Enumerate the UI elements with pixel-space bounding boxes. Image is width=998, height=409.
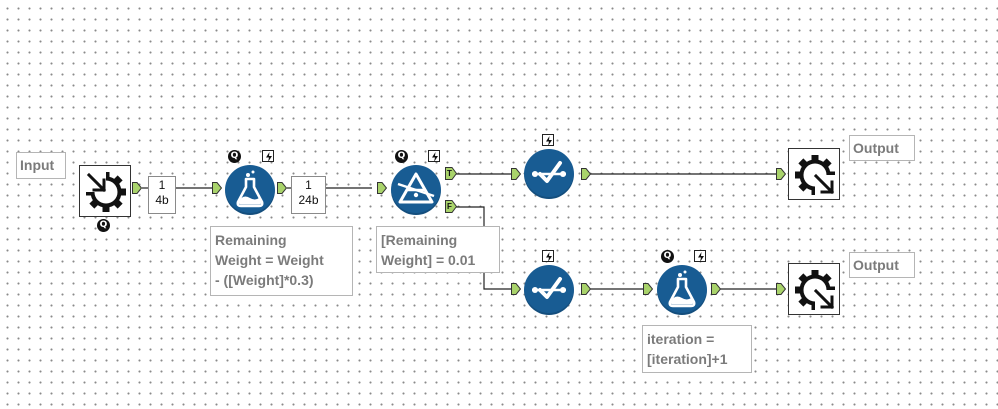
macro-output-tool-2[interactable]: [788, 263, 840, 315]
formula2-annotation: iteration = [iteration]+1: [642, 325, 752, 373]
select-tool-2[interactable]: [524, 265, 574, 315]
select-check-icon: [532, 277, 566, 299]
formula2-quality-badge: Q: [661, 250, 674, 263]
filter-tool[interactable]: [391, 165, 441, 215]
select2-input-anchor[interactable]: [511, 283, 521, 295]
lightning-bolt-icon: [432, 152, 438, 162]
filter-true-anchor[interactable]: [445, 167, 457, 180]
macro-output-gear-icon: [795, 270, 837, 312]
select-check-icon: [532, 161, 566, 183]
input-quality-badge: Q: [97, 219, 110, 232]
formula1-quality-badge: Q: [228, 150, 241, 163]
filter-input-anchor[interactable]: [377, 182, 387, 194]
formula-flask-icon: [668, 270, 696, 308]
record-count-box-2: 1 24b: [291, 176, 326, 214]
record-count-box-1: 1 4b: [148, 176, 176, 214]
record-count-2: 1: [305, 178, 312, 192]
select2-bolt-badge: [542, 250, 554, 262]
output2-input-anchor[interactable]: [776, 283, 786, 295]
filter-bolt-badge: [428, 150, 440, 162]
record-size-2: 24b: [298, 193, 319, 207]
input-label: Input: [16, 152, 66, 179]
output-label-bottom: Output: [849, 252, 915, 278]
formula2-output-anchor[interactable]: [711, 283, 721, 295]
output1-input-anchor[interactable]: [776, 168, 786, 180]
formula1-output-anchor[interactable]: [277, 182, 287, 194]
select2-output-anchor[interactable]: [581, 283, 591, 295]
macro-output-tool-1[interactable]: [788, 148, 840, 200]
macro-output-gear-icon: [795, 155, 837, 197]
select-tool-1[interactable]: [524, 149, 574, 199]
formula1-annotation: Remaining Weight = Weight - ([Weight]*0.…: [210, 226, 353, 296]
formula-tool-2[interactable]: [657, 265, 707, 315]
filter-annotation: [Remaining Weight] = 0.01: [376, 226, 500, 273]
select1-bolt-badge: [542, 134, 554, 146]
lightning-bolt-icon: [698, 252, 704, 262]
filter-false-anchor[interactable]: [445, 200, 457, 213]
lightning-bolt-icon: [546, 252, 552, 262]
formula-tool-1[interactable]: [225, 165, 275, 215]
filter-false-letter: F: [447, 202, 452, 211]
lightning-bolt-icon: [546, 136, 552, 146]
filter-triangle-icon: [397, 172, 435, 204]
macro-input-tool[interactable]: [79, 165, 131, 217]
formula2-input-anchor[interactable]: [643, 283, 653, 295]
formula2-bolt-badge: [694, 250, 706, 262]
lightning-bolt-icon: [266, 152, 272, 162]
output-label-top: Output: [849, 135, 915, 161]
macro-input-gear-icon: [86, 172, 126, 212]
select1-output-anchor[interactable]: [581, 168, 591, 180]
formula1-input-anchor[interactable]: [212, 182, 222, 194]
filter-quality-badge: Q: [395, 150, 408, 163]
formula-flask-icon: [236, 170, 264, 208]
filter-true-letter: T: [447, 169, 452, 178]
formula1-bolt-badge: [262, 150, 274, 162]
record-count-1: 1: [158, 178, 166, 192]
record-size-1: 4b: [155, 193, 169, 207]
select1-input-anchor[interactable]: [511, 168, 521, 180]
input-output-anchor[interactable]: [132, 182, 142, 194]
